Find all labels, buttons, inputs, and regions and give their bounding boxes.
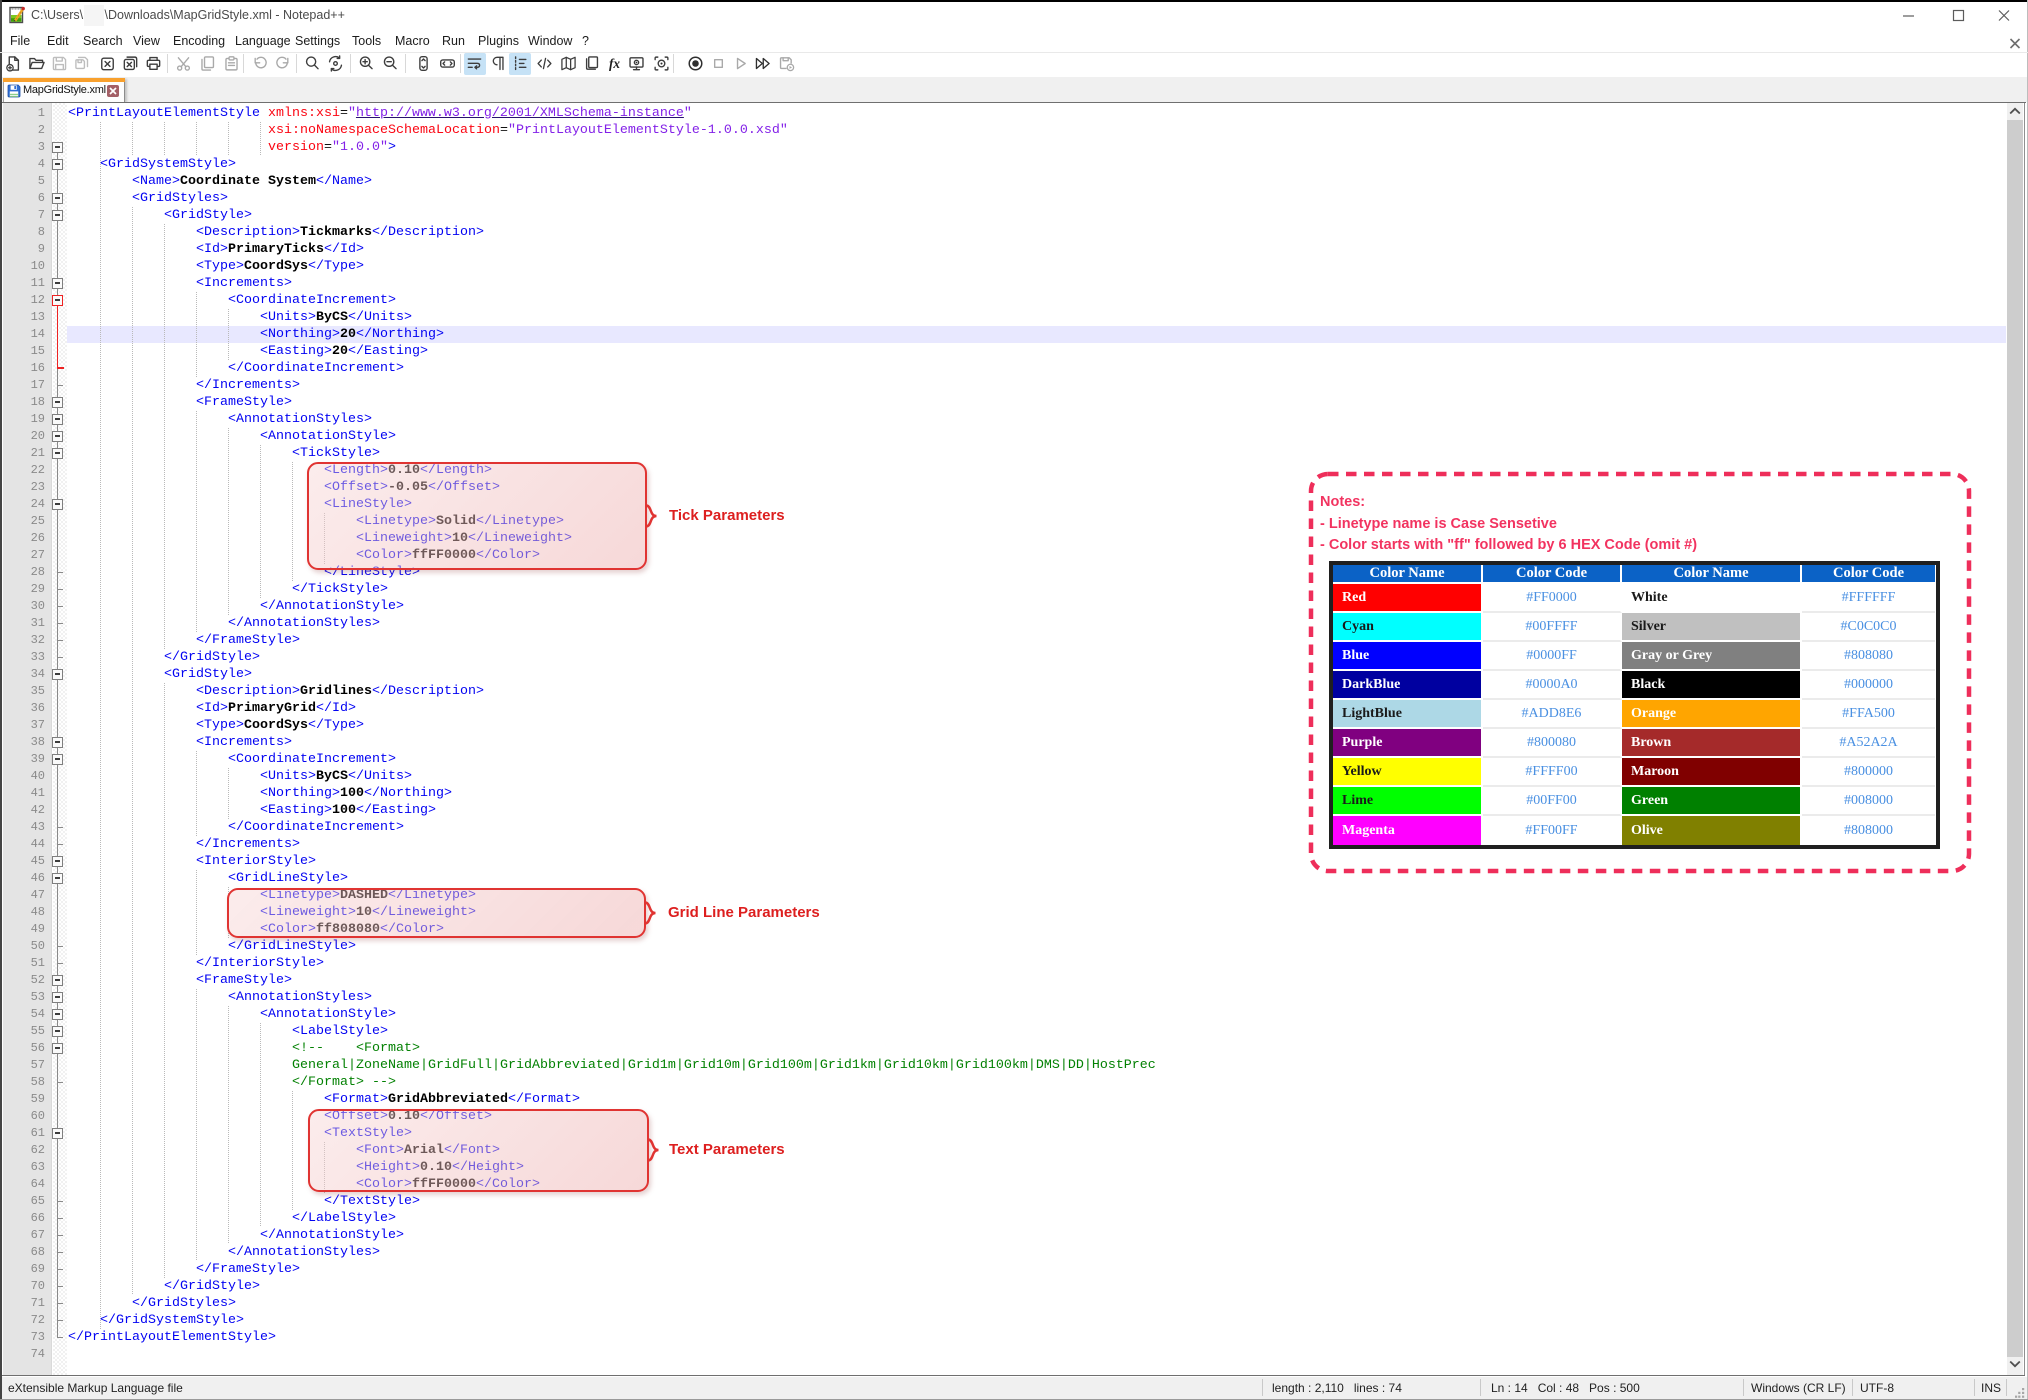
svg-text:fx: fx bbox=[608, 56, 619, 71]
